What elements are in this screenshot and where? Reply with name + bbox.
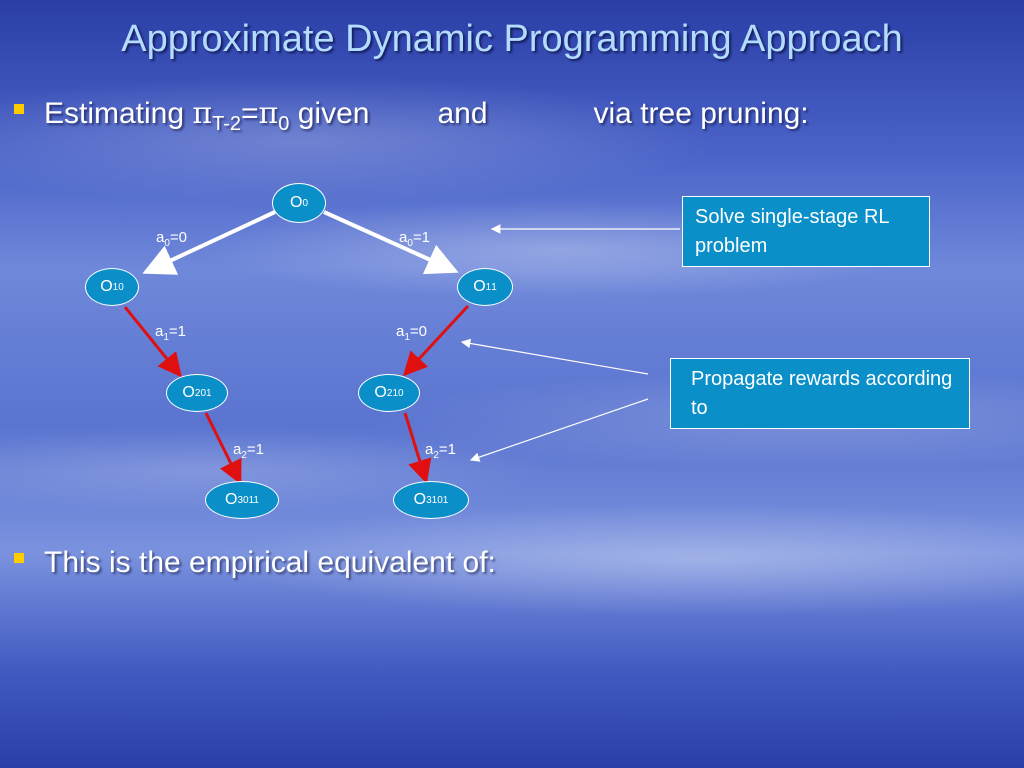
node-o1-0-base: O bbox=[100, 278, 113, 295]
edge-o2-10-o3-101 bbox=[403, 412, 432, 484]
edge-label-a0-right-var: a bbox=[399, 229, 408, 246]
node-o3-011-sub: 3 bbox=[237, 494, 244, 506]
edge-label-a1-left-sub: 1 bbox=[163, 332, 169, 343]
note-propagate: Propagate rewards according to bbox=[670, 358, 970, 429]
pi-subscript-2: 0 bbox=[278, 113, 290, 135]
bullet1-lead: Estimating bbox=[44, 97, 193, 130]
edge-label-a2-left: a2=1 bbox=[233, 441, 264, 461]
pointer-propagate-1 bbox=[460, 338, 649, 375]
bullet-square-icon bbox=[14, 104, 24, 115]
edge-label-a1-right-val: =0 bbox=[409, 323, 428, 340]
pi-symbol-2: π bbox=[258, 96, 279, 131]
node-o1-0-sub: 1 bbox=[112, 281, 119, 293]
edge-label-a1-left-var: a bbox=[155, 323, 164, 340]
node-o2-01-sup: 01 bbox=[200, 387, 212, 399]
node-o0-base: O bbox=[289, 194, 303, 211]
node-o3-101-sub: 3 bbox=[426, 494, 432, 506]
edge-label-a0-left-var: a bbox=[156, 229, 165, 246]
node-o3-011-sup: 011 bbox=[243, 494, 259, 506]
edge-label-a1-left: a1=1 bbox=[155, 323, 186, 343]
node-o2-10-sub: 2 bbox=[386, 387, 393, 399]
edge-label-a0-left: a0=0 bbox=[156, 229, 187, 249]
bullet1-tail: via tree pruning: bbox=[593, 97, 809, 130]
bullet-square-icon-2 bbox=[14, 553, 24, 564]
edge-o1-0-o2-01 bbox=[123, 306, 182, 378]
edge-o0-o1-0 bbox=[142, 210, 276, 275]
pi-symbol: π bbox=[192, 96, 213, 131]
slide-title: Approximate Dynamic Programming Approach bbox=[121, 18, 903, 60]
edge-label-a2-left-var: a bbox=[233, 441, 242, 458]
node-o1-1-base: O bbox=[473, 278, 486, 295]
edge-label-a2-right: a2=1 bbox=[425, 441, 456, 461]
pointer-propagate-2 bbox=[469, 398, 649, 462]
edge-o2-01-o3-011 bbox=[204, 412, 242, 485]
note-solve-rl: Solve single-stage RL problem bbox=[682, 196, 930, 267]
edge-label-a0-right-sub: 0 bbox=[407, 238, 413, 249]
edge-o0-o1-1 bbox=[323, 210, 459, 275]
node-o2-10-base: O bbox=[374, 384, 387, 401]
node-o3-011-base: O bbox=[225, 491, 238, 508]
note-solve-text: Solve single-stage RL problem bbox=[695, 206, 889, 257]
node-o1-1-sup: 1 bbox=[491, 281, 497, 293]
edge-label-a1-right: a1=0 bbox=[396, 323, 427, 343]
bullet1-and: and bbox=[437, 97, 488, 130]
edge-label-a1-left-val: =1 bbox=[168, 323, 187, 340]
edge-label-a0-left-val: =0 bbox=[169, 229, 188, 246]
edge-label-a1-right-var: a bbox=[396, 323, 405, 340]
note-propagate-text: Propagate rewards according to bbox=[691, 368, 953, 419]
bullet-empirical: This is the empirical equivalent of: bbox=[14, 546, 496, 580]
edge-label-a2-right-val: =1 bbox=[438, 441, 457, 458]
bullet2-text: This is the empirical equivalent of: bbox=[44, 546, 496, 579]
edge-label-a2-right-var: a bbox=[425, 441, 434, 458]
edge-label-a2-left-sub: 2 bbox=[241, 450, 247, 461]
equals-sign: = bbox=[241, 97, 259, 130]
node-o3-101-base: O bbox=[413, 491, 427, 508]
edge-label-a2-left-val: =1 bbox=[246, 441, 265, 458]
edge-label-a2-right-sub: 2 bbox=[433, 450, 439, 461]
edge-label-a0-right-val: =1 bbox=[412, 229, 431, 246]
node-o3-101-sup: 101 bbox=[431, 494, 449, 506]
node-o0-sub: 0 bbox=[302, 197, 308, 209]
edge-label-a1-right-sub: 1 bbox=[404, 332, 410, 343]
node-o1-0-sup: 0 bbox=[118, 281, 124, 293]
node-o1-1-sub: 1 bbox=[485, 281, 492, 293]
pi-subscript-1: T-2 bbox=[212, 113, 242, 135]
node-o2-01-base: O bbox=[182, 384, 195, 401]
edge-label-a0-right: a0=1 bbox=[399, 229, 430, 249]
edge-label-a0-left-sub: 0 bbox=[164, 238, 170, 249]
node-o2-10-sup: 10 bbox=[392, 387, 404, 399]
node-o2-01-sub: 2 bbox=[194, 387, 201, 399]
bullet1-given: given bbox=[289, 97, 370, 130]
edge-o1-1-o2-10 bbox=[402, 304, 470, 377]
